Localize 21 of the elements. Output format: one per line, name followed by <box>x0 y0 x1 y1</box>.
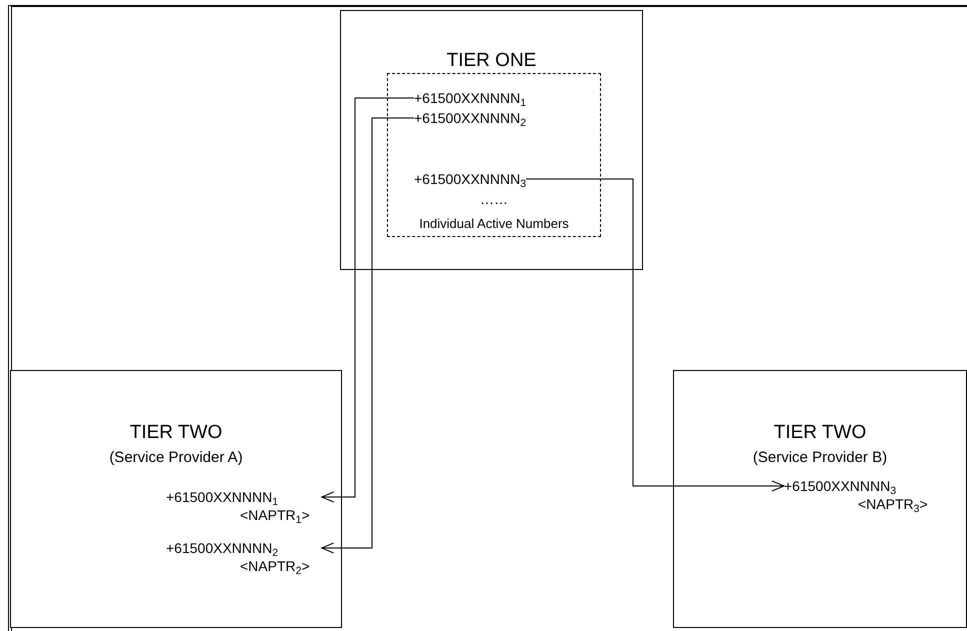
ellipsis-text: …… <box>480 192 508 206</box>
box-title: TIER TWO <box>774 421 866 445</box>
connector-arrow <box>321 118 414 554</box>
naptr-record: <NAPTR$_{3}$> <box>858 495 928 513</box>
connector-arrow <box>526 178 784 492</box>
number-group-box <box>387 73 601 237</box>
tier-box <box>340 10 643 270</box>
phone-number: +61500XXNNNN$_{1}$ <box>166 488 278 506</box>
phone-number: +61500XXNNNN$_{2}$ <box>166 539 278 557</box>
box-title: TIER ONE <box>446 49 536 73</box>
naptr-record: <NAPTR$_{1}$> <box>240 506 310 524</box>
tier-box <box>10 370 342 628</box>
group-caption: Individual Active Numbers <box>419 216 569 232</box>
box-subtitle: (Service Provider B) <box>752 449 888 468</box>
box-subtitle: (Service Provider A) <box>109 449 243 468</box>
phone-number: +61500XXNNNN$_{3}$ <box>784 477 896 495</box>
connector-arrow <box>321 98 414 502</box>
naptr-record: <NAPTR$_{2}$> <box>240 557 310 575</box>
tier-box <box>673 370 967 628</box>
phone-number: +61500XXNNNN$_{3}$ <box>414 168 526 192</box>
box-title: TIER TWO <box>130 421 222 445</box>
